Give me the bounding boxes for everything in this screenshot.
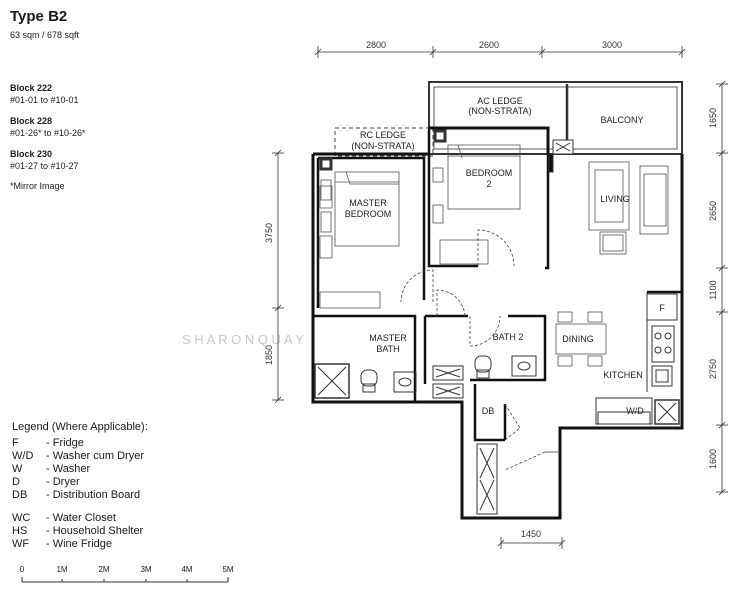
kitchen-fixtures xyxy=(595,292,680,425)
dimension-left xyxy=(272,149,284,404)
dimension-label: 3750 xyxy=(264,223,274,243)
master-bath-fixtures xyxy=(314,363,464,399)
legend-code: W xyxy=(12,463,23,475)
legend-desc: - Household Shelter xyxy=(46,525,144,537)
legend-desc: - Washer cum Dryer xyxy=(46,450,144,462)
legend-title: Legend (Where Applicable): xyxy=(12,421,148,433)
block-info-222: Block 222 #01-01 to #10-01 xyxy=(10,82,79,106)
scale-tick-label: 3M xyxy=(140,565,152,574)
scale-bar-line xyxy=(21,577,229,583)
room-labels: AC LEDGE (NON-STRATA) RC LEDGE (NON-STRA… xyxy=(345,96,666,416)
bedroom2-label: 2 xyxy=(486,179,491,189)
block-units: #01-01 to #10-01 xyxy=(10,95,79,105)
master-bed xyxy=(319,171,400,309)
door-swings xyxy=(400,229,560,471)
scale-tick-label: 0 xyxy=(19,565,25,574)
interior-walls xyxy=(313,130,682,442)
dimension-label: 2650 xyxy=(708,201,718,221)
ac-ledge-label: AC LEDGE xyxy=(477,96,523,106)
legend-item: WF - Wine Fridge xyxy=(12,538,148,551)
legend-item: DB - Distribution Board xyxy=(12,489,148,502)
master-bedroom-label: MASTER xyxy=(349,198,387,208)
dimension-label: 2800 xyxy=(366,40,386,50)
dimension-label: 1850 xyxy=(264,345,274,365)
legend-code: D xyxy=(12,476,20,488)
block-info-230: Block 230 #01-27 to #10-27 xyxy=(10,148,79,172)
legend-code: F xyxy=(12,437,19,449)
rc-ledge-label: (NON-STRATA) xyxy=(351,141,414,151)
legend-code: DB xyxy=(12,489,28,501)
scale-tick-label: 2M xyxy=(98,565,110,574)
bedroom2-bed xyxy=(432,144,521,265)
dimension-top xyxy=(314,46,686,58)
balcony-label: BALCONY xyxy=(600,115,643,125)
dimension-label: 1650 xyxy=(708,108,718,128)
dimension-label: 1600 xyxy=(708,449,718,469)
block-name: Block 222 xyxy=(10,83,53,93)
living-furniture xyxy=(588,161,669,255)
washer-dryer-label: W/D xyxy=(626,406,644,416)
legend-code: W/D xyxy=(12,450,34,462)
ac-ledge-label: (NON-STRATA) xyxy=(468,106,531,116)
exterior-walls xyxy=(311,126,684,520)
legend-item: F - Fridge xyxy=(12,437,148,450)
dimension-right xyxy=(716,80,728,496)
legend-item: W/D - Washer cum Dryer xyxy=(12,450,148,463)
fridge-label: F xyxy=(659,303,665,313)
bedroom2-label: BEDROOM xyxy=(466,168,513,178)
legend-desc: - Washer xyxy=(46,463,91,475)
unit-type-title: Type B2 xyxy=(10,8,68,25)
rc-ledge-label: RC LEDGE xyxy=(360,130,406,140)
block-info-228: Block 228 #01-26* to #10-26* xyxy=(10,115,86,139)
master-bedroom-label: BEDROOM xyxy=(345,209,392,219)
legend-code: WC xyxy=(12,512,31,524)
db-label: DB xyxy=(482,406,495,416)
rc-ledge-outline xyxy=(334,127,434,157)
block-name: Block 230 xyxy=(10,149,53,159)
dining-table xyxy=(555,311,607,367)
legend-item: D - Dryer xyxy=(12,476,148,489)
unit-size: 63 sqm / 678 sqft xyxy=(10,30,80,40)
legend-item: W - Washer xyxy=(12,463,148,476)
legend-desc: - Distribution Board xyxy=(46,489,141,501)
window-marks xyxy=(319,129,574,173)
scale-tick-label: 5M xyxy=(222,565,234,574)
legend-item: HS - Household Shelter xyxy=(12,525,148,538)
watermark: S H A R O N Q U A Y xyxy=(182,332,304,347)
legend-code: HS xyxy=(12,525,28,537)
block-units: #01-26* to #10-26* xyxy=(10,128,86,138)
kitchen-label: KITCHEN xyxy=(603,370,643,380)
dimension-label: 2750 xyxy=(708,359,718,379)
living-label: LIVING xyxy=(600,194,630,204)
block-name: Block 228 xyxy=(10,116,53,126)
dining-label: DINING xyxy=(562,334,594,344)
bath2-label: BATH 2 xyxy=(493,332,524,342)
legend-desc: - Dryer xyxy=(46,476,80,488)
dimension-label: 2600 xyxy=(479,40,499,50)
bath2-fixtures xyxy=(474,355,537,515)
legend-desc: - Water Closet xyxy=(46,512,116,524)
legend-code: WF xyxy=(12,538,30,550)
dimension-label: 3000 xyxy=(602,40,622,50)
block-units: #01-27 to #10-27 xyxy=(10,161,79,171)
legend-item: WC - Water Closet xyxy=(12,512,148,525)
legend-desc: - Fridge xyxy=(46,437,84,449)
dimension-label: 1450 xyxy=(521,529,541,539)
scale-bar: 0 1M 2M 3M 4M 5M xyxy=(20,565,240,589)
master-bath-label: BATH xyxy=(376,344,399,354)
dimension-bottom xyxy=(497,537,566,549)
legend-desc: - Wine Fridge xyxy=(46,538,113,550)
scale-tick-label: 4M xyxy=(181,565,193,574)
dimension-label: 1100 xyxy=(708,280,718,299)
master-bath-label: MASTER xyxy=(369,333,407,343)
scale-tick-label: 1M xyxy=(56,565,68,574)
legend: Legend (Where Applicable): F - Fridge W/D… xyxy=(12,421,148,551)
mirror-note: *Mirror Image xyxy=(10,181,65,191)
